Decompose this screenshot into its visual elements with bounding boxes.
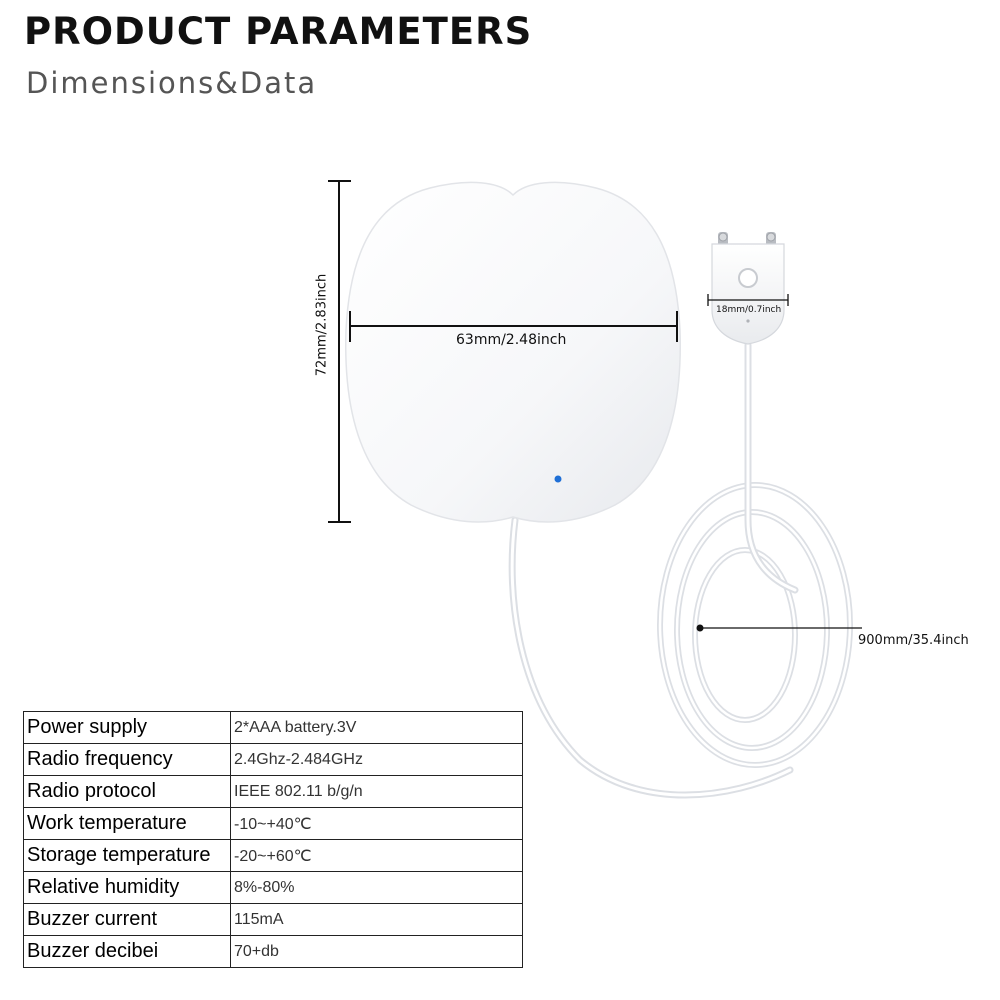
probe-cable <box>744 341 799 594</box>
spec-key: Relative humidity <box>23 871 231 904</box>
height-dimension-label: 72mm/2.83inch <box>314 273 330 377</box>
table-row: Radio protocol IEEE 802.11 b/g/n <box>23 775 523 808</box>
spec-value: 2.4Ghz-2.484GHz <box>230 743 523 776</box>
spec-value: 115mA <box>230 903 523 936</box>
spec-key: Buzzer decibei <box>23 935 231 968</box>
table-row: Radio frequency 2.4Ghz-2.484GHz <box>23 743 523 776</box>
spec-key: Power supply <box>23 711 231 744</box>
spec-value: -10~+40℃ <box>230 807 523 840</box>
spec-key: Buzzer current <box>23 903 231 936</box>
probe-dimension-line <box>707 294 789 306</box>
table-row: Buzzer current 115mA <box>23 903 523 936</box>
page-title: PRODUCT PARAMETERS <box>24 10 533 53</box>
sensor-probe <box>711 232 785 345</box>
cable-length-label: 900mm/35.4inch <box>858 633 969 648</box>
height-dimension-line <box>328 180 351 523</box>
table-row: Power supply 2*AAA battery.3V <box>23 711 523 744</box>
spec-key: Radio protocol <box>23 775 231 808</box>
cable-coil-highlight <box>658 483 852 767</box>
page-subtitle: Dimensions&Data <box>26 66 318 100</box>
table-row: Work temperature -10~+40℃ <box>23 807 523 840</box>
spec-table: Power supply 2*AAA battery.3V Radio freq… <box>23 711 523 968</box>
table-row: Buzzer decibei 70+db <box>23 935 523 968</box>
cable-length-leader <box>696 624 862 632</box>
sensor-device <box>344 181 682 523</box>
spec-key: Radio frequency <box>23 743 231 776</box>
spec-value: 8%-80% <box>230 871 523 904</box>
spec-value: 2*AAA battery.3V <box>230 711 523 744</box>
main-cable <box>508 516 794 799</box>
spec-value: IEEE 802.11 b/g/n <box>230 775 523 808</box>
main-cable-highlight <box>510 518 792 797</box>
width-dimension-label: 63mm/2.48inch <box>456 332 567 348</box>
spec-key: Storage temperature <box>23 839 231 872</box>
probe-dimension-label: 18mm/0.7inch <box>716 305 782 315</box>
width-dimension-line <box>349 311 678 342</box>
spec-value: 70+db <box>230 935 523 968</box>
spec-value: -20~+60℃ <box>230 839 523 872</box>
table-row: Storage temperature -20~+60℃ <box>23 839 523 872</box>
table-row: Relative humidity 8%-80% <box>23 871 523 904</box>
indicator-led-icon <box>554 475 562 483</box>
spec-key: Work temperature <box>23 807 231 840</box>
